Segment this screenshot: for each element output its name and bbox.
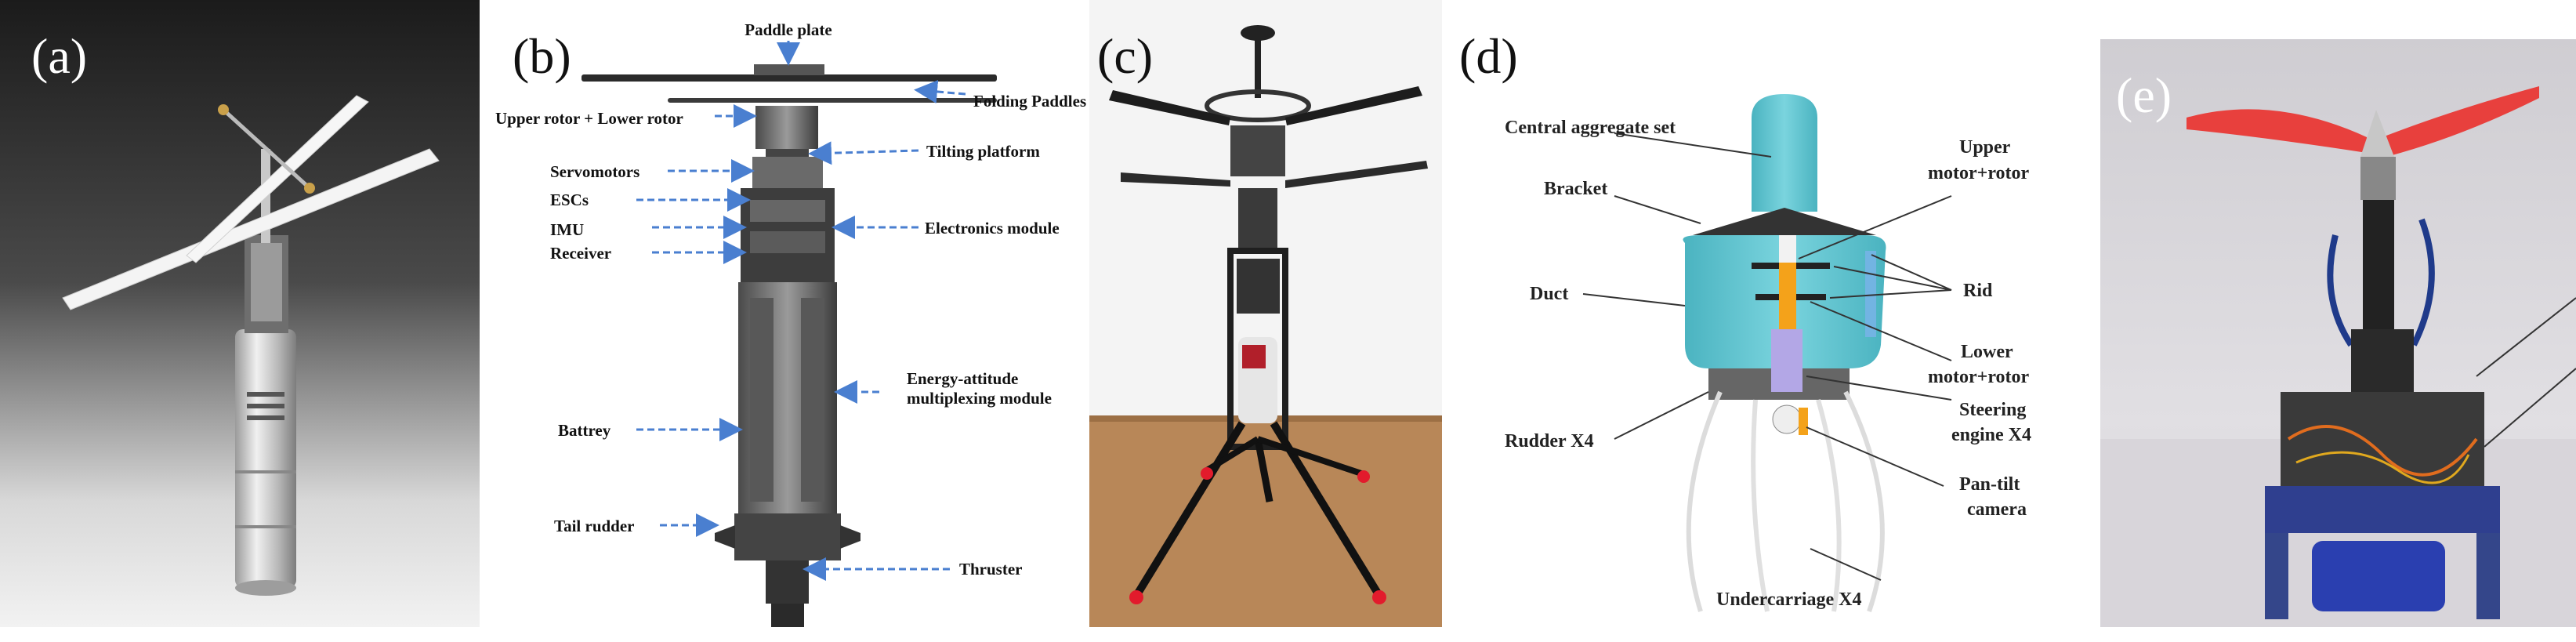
panel-e: (e) xyxy=(2100,0,2576,642)
label-steering-l2: engine X4 xyxy=(1951,425,2031,445)
label-pantilt-l2: camera xyxy=(1967,499,2027,520)
label-escs: ESCs xyxy=(550,190,589,209)
bracket xyxy=(1693,208,1876,235)
label-upper-lower-rotor: Upper rotor + Lower rotor xyxy=(495,109,683,128)
label-rid: Rid xyxy=(1963,281,1993,301)
base-frame xyxy=(2265,486,2500,533)
central-aggregate xyxy=(1752,94,1817,212)
label-tilting-platform: Tilting platform xyxy=(926,142,1040,161)
label-undercarriage: Undercarriage X4 xyxy=(1716,589,1862,610)
label-imu: IMU xyxy=(550,220,584,239)
upper-blade xyxy=(186,95,369,263)
panel-b-label: (b) xyxy=(513,28,571,84)
panel-a-photo xyxy=(0,0,480,627)
tail-rudder xyxy=(734,513,841,560)
panel-e-photo xyxy=(2100,39,2576,627)
label-tail-rudder: Tail rudder xyxy=(554,517,635,535)
motor xyxy=(1779,263,1796,333)
label-servomotors: Servomotors xyxy=(550,162,639,181)
panel-d: Central aggregate set Upper motor+rotor … xyxy=(1442,0,2100,642)
label-thruster: Thruster xyxy=(959,560,1023,579)
label-electronics-module: Electronics module xyxy=(925,219,1060,238)
label-pantilt-l1: Pan-tilt xyxy=(1959,474,2020,495)
panel-d-diagram: Central aggregate set Upper motor+rotor … xyxy=(1505,94,2031,612)
label-duct: Duct xyxy=(1530,284,1568,304)
lower-rotor-blade xyxy=(668,98,997,103)
panel-c-label: (c) xyxy=(1097,28,1154,84)
upper-blade-right xyxy=(1285,86,1422,125)
label-bracket: Bracket xyxy=(1544,179,1607,199)
panel-d-label: (d) xyxy=(1459,28,1518,84)
label-central-aggregate: Central aggregate set xyxy=(1505,118,1676,138)
body-cylinder xyxy=(235,329,296,588)
thruster xyxy=(766,560,809,604)
red-rotor-right xyxy=(2382,86,2539,157)
electronics-board xyxy=(2281,392,2484,486)
panel-e-label: (e) xyxy=(2116,67,2172,123)
panel-c-photo xyxy=(1089,0,1442,627)
panel-a: (a) xyxy=(0,0,480,642)
panel-b-diagram: Paddle plate Folding Paddles Upper rotor… xyxy=(495,20,1086,627)
lower-blade xyxy=(62,148,440,310)
label-energy-line1: Energy-attitude xyxy=(907,369,1018,388)
upper-rotor-blade xyxy=(582,74,997,82)
label-upper-l1: Upper xyxy=(1959,137,2011,158)
label-upper-l2: motor+rotor xyxy=(1928,163,2030,183)
label-rudder: Rudder X4 xyxy=(1505,431,1594,452)
panel-b: Paddle plate Folding Paddles Upper rotor… xyxy=(480,0,1089,642)
label-steering-l1: Steering xyxy=(1959,400,2026,420)
label-receiver: Receiver xyxy=(550,244,611,263)
upper-blade-left xyxy=(1109,90,1230,125)
panel-c: (c) xyxy=(1089,0,1442,642)
panel-a-label: (a) xyxy=(31,28,88,84)
label-paddle-plate: Paddle plate xyxy=(745,20,831,39)
label-lower-l2: motor+rotor xyxy=(1928,367,2030,387)
label-energy-line2: multiplexing module xyxy=(907,389,1052,408)
label-lower-l1: Lower xyxy=(1961,342,2013,362)
red-rotor-left xyxy=(2187,109,2367,153)
label-folding-paddles: Folding Paddles xyxy=(973,92,1086,111)
label-battery: Battrey xyxy=(558,421,611,440)
